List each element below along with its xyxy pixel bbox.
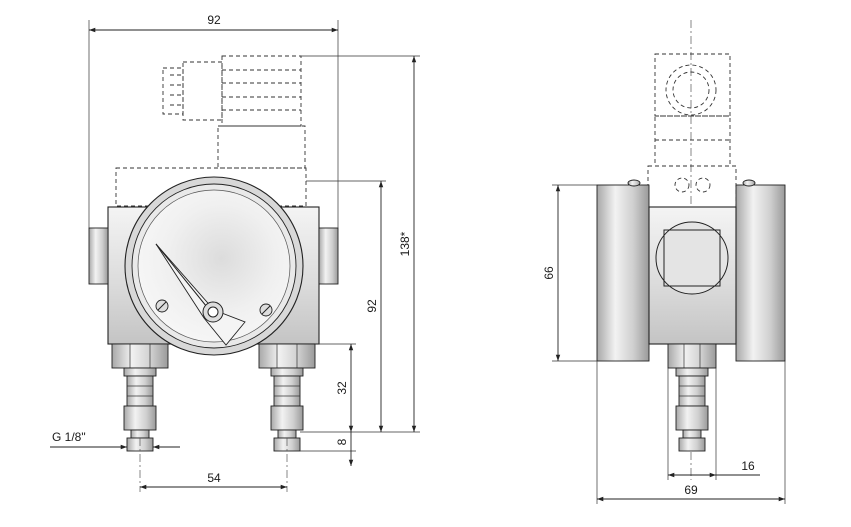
dim-height-total: 138* xyxy=(300,55,420,433)
thread-label: G 1/8" xyxy=(52,430,86,444)
dim-side-height: 66 xyxy=(542,184,597,362)
right-stub xyxy=(318,227,339,285)
dim-height-total-label: 138* xyxy=(398,231,412,256)
dim-port-height: 32 xyxy=(315,343,356,432)
dim-port-height-label: 32 xyxy=(335,381,349,395)
left-stub xyxy=(88,227,109,285)
side-port-fitting xyxy=(667,343,717,452)
pointer xyxy=(155,243,246,346)
dim-side-port-width-label: 16 xyxy=(741,459,755,473)
dim-port-spacing: 54 xyxy=(139,438,288,492)
side-cap-left xyxy=(596,184,650,362)
dim-width-top-label: 92 xyxy=(207,13,221,27)
dim-thread-length: 8 xyxy=(300,432,356,466)
side-view: 66 16 69 xyxy=(542,20,786,504)
right-port-fitting xyxy=(258,343,316,452)
dim-width-top: 92 xyxy=(88,13,339,228)
dim-port-spacing-label: 54 xyxy=(207,471,221,485)
dim-height-body-label: 92 xyxy=(365,299,379,313)
connector-housing-dashed xyxy=(115,55,307,207)
dim-height-body: 92 xyxy=(306,180,386,432)
dim-side-port-width: 16 xyxy=(667,368,760,480)
front-view: 92 138* 92 32 8 xyxy=(50,13,420,492)
left-port-fitting xyxy=(111,343,169,452)
side-port xyxy=(655,221,729,295)
side-cap-right xyxy=(735,184,786,362)
dim-side-width: 69 xyxy=(596,361,786,504)
gauge-dial xyxy=(124,176,304,356)
dim-side-width-label: 69 xyxy=(684,483,698,497)
dim-side-height-label: 66 xyxy=(542,266,556,280)
side-connector-dashed xyxy=(647,53,737,209)
thread-callout: G 1/8" xyxy=(50,430,180,450)
dim-thread-length-label: 8 xyxy=(335,438,349,445)
